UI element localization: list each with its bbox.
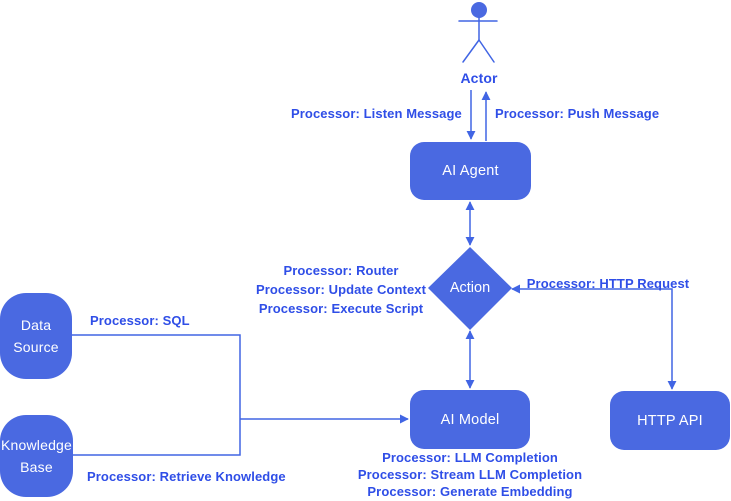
edge-label-action-processors: Processor: Router Processor: Update Cont… [251,261,431,318]
node-http-api-label: HTTP API [637,412,703,429]
node-http-api: HTTP API [610,391,730,450]
action-node-shape [428,247,512,330]
edge-label-sql: Processor: SQL [90,313,190,328]
edge-label-stream-llm-completion: Processor: Stream LLM Completion [357,467,583,482]
edge-label-listen-message: Processor: Listen Message [291,106,462,121]
edge-label-llm-completion: Processor: LLM Completion [382,450,558,465]
edge-label-model-processors: Processor: LLM Completion Processor: Str… [355,449,585,500]
edge-label-generate-embedding: Processor: Generate Embedding [367,484,573,499]
node-knowledge-base: Knowledge Base [0,415,73,497]
actor-label: Actor [460,70,498,86]
edge-label-push-message: Processor: Push Message [495,106,660,121]
node-ai-model-label: AI Model [440,411,500,428]
edge-label-update-context: Processor: Update Context [255,282,427,297]
edge-datasource-knowledgebase-bus [72,334,241,456]
node-ai-agent: AI Agent [410,142,531,200]
actor-icon [458,2,498,63]
node-data-source: Data Source [0,293,72,379]
edge-action-http-api [511,284,677,390]
edge-label-router: Processor: Router [283,263,399,278]
edge-label-execute-script: Processor: Execute Script [258,301,424,316]
edge-label-http-request: Processor: HTTP Request [526,276,690,291]
node-ai-agent-label: AI Agent [442,163,499,179]
edge-label-retrieve-knowledge: Processor: Retrieve Knowledge [87,469,286,484]
node-ai-model: AI Model [410,390,530,449]
